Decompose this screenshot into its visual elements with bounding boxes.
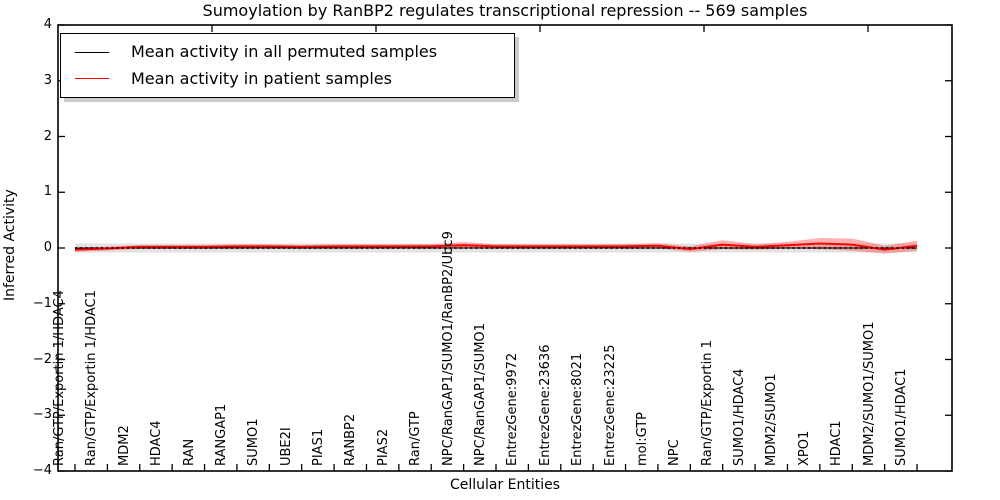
x-tick-label: EntrezGene:9972	[505, 352, 521, 466]
x-axis-label: Cellular Entities	[449, 477, 561, 493]
axis-ticks	[58, 24, 952, 472]
y-tick-label: −4	[32, 463, 52, 478]
y-tick-label: 3	[43, 72, 52, 88]
y-tick-label: −2	[32, 351, 52, 367]
red-line-sample	[75, 78, 109, 80]
legend-entry-permuted: Mean activity in all permuted samples	[67, 42, 508, 62]
x-tick-label: XPO1	[796, 430, 812, 466]
legend-entry-patient: Mean activity in patient samples	[67, 69, 508, 89]
x-tick-label: MDM2/SUMO1	[764, 373, 780, 466]
y-tick-label: −1	[32, 295, 52, 311]
x-tick-label: SUMO1/HDAC4	[732, 368, 748, 466]
x-tick-label: RAN	[181, 438, 197, 466]
x-tick-label: PIAS1	[311, 428, 327, 466]
y-tick-label: 1	[43, 184, 52, 200]
y-tick-label: −3	[32, 407, 52, 423]
x-tick-label: UBE2I	[278, 427, 294, 466]
x-tick-label: Ran/GTP	[408, 411, 424, 466]
x-tick-label: MDM2	[116, 425, 132, 466]
x-tick-label: HDAC1	[829, 420, 845, 466]
x-tick-label: NPC	[667, 439, 683, 466]
x-tick-label: EntrezGene:8021	[570, 352, 586, 466]
x-tick-label: EntrezGene:23225	[602, 344, 618, 466]
legend-label: Mean activity in patient samples	[131, 68, 392, 88]
chart-title: Sumoylation by RanBP2 regulates transcri…	[202, 1, 808, 20]
x-tick-label: NPC/RanGAP1/SUMO1	[473, 323, 488, 466]
x-tick-label: Ran/GTP/Exportin 1	[699, 340, 715, 466]
x-tick-label: RANGAP1	[213, 403, 229, 466]
y-tick-label: 2	[43, 128, 52, 144]
x-tick-label: HDAC4	[149, 420, 165, 466]
legend: Mean activity in all permuted samples Me…	[60, 33, 515, 98]
x-tick-label: NPC/RanGAP1/SUMO1/RanBP2/Ubc9	[440, 231, 456, 466]
data-lines	[74, 242, 918, 251]
legend-label: Mean activity in all permuted samples	[131, 42, 438, 62]
x-tick-label: Ran/GTP/Exportin 1/HDAC1	[84, 290, 100, 466]
x-tick-label: PIAS2	[375, 428, 391, 466]
x-tick-label: Ran/GTP/Exportin 1/HDAC4	[52, 290, 67, 466]
x-tick-label: RANBP2	[343, 413, 359, 466]
x-tick-label: mol:GTP	[634, 412, 650, 466]
x-tick-label: SUMO1	[246, 418, 262, 467]
x-tick-label: EntrezGene:23636	[537, 344, 553, 466]
x-tick-label: MDM2/SUMO1/SUMO1	[861, 321, 877, 466]
y-tick-label: 4	[43, 17, 52, 32]
black-line-sample	[75, 51, 109, 53]
x-tick-label: SUMO1/HDAC1	[894, 368, 909, 466]
y-tick-label: 0	[43, 240, 52, 255]
